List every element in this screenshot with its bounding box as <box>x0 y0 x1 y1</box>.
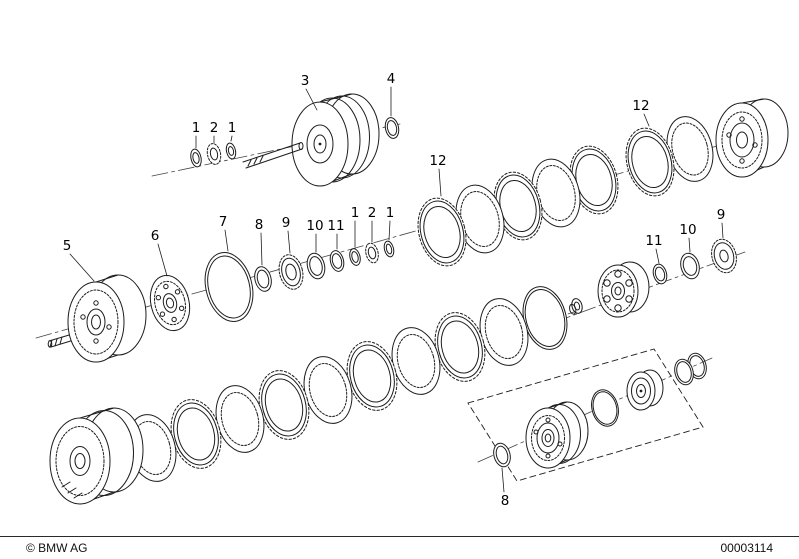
part-callout[interactable]: 9 <box>282 215 291 254</box>
part-callout[interactable]: 11 <box>327 218 345 250</box>
svg-text:2: 2 <box>368 205 377 221</box>
svg-text:10: 10 <box>306 218 323 234</box>
input-shaft-assembly <box>190 93 400 187</box>
bottom-clutch-plate-pack <box>127 286 568 482</box>
callouts: 1 2 1 3 4 12 1 <box>63 71 726 509</box>
part-callout[interactable]: 10 <box>679 222 697 253</box>
part-callout[interactable]: 7 <box>219 214 229 252</box>
svg-text:3: 3 <box>301 73 310 89</box>
svg-text:1: 1 <box>192 120 201 136</box>
svg-text:1: 1 <box>228 120 237 136</box>
part-callout[interactable]: 2 <box>368 205 377 243</box>
part-callout[interactable]: 9 <box>717 207 726 239</box>
part-callout[interactable]: 12 <box>429 153 447 197</box>
planet-carrier-group <box>569 238 737 318</box>
svg-text:1: 1 <box>386 205 395 221</box>
copyright-text: © BMW AG <box>26 540 88 555</box>
snap-ring <box>591 389 619 427</box>
svg-text:8: 8 <box>501 493 510 509</box>
spring-washer-pair <box>674 352 707 386</box>
part-callout[interactable]: 11 <box>645 233 663 264</box>
part-callout[interactable]: 10 <box>306 218 324 253</box>
clutch-hub-drum <box>525 401 589 469</box>
svg-text:6: 6 <box>151 228 160 244</box>
bottom-brake-drum <box>49 407 144 505</box>
part-callout[interactable]: 6 <box>151 228 168 277</box>
svg-text:12: 12 <box>429 153 446 169</box>
svg-text:7: 7 <box>219 214 228 230</box>
part-callout[interactable]: 3 <box>301 73 318 111</box>
part-callout[interactable]: 4 <box>387 71 396 117</box>
part-callout[interactable]: 8 <box>501 467 510 509</box>
svg-text:9: 9 <box>282 215 291 231</box>
part-callout[interactable]: 1 <box>351 205 360 248</box>
o-ring <box>384 117 400 139</box>
part-callout[interactable]: 1 <box>228 120 237 142</box>
part-callout[interactable]: 2 <box>210 120 219 144</box>
svg-text:5: 5 <box>63 238 72 254</box>
thrust-washer-small <box>569 298 583 315</box>
planet-carrier <box>597 261 650 318</box>
part-callout[interactable]: 5 <box>63 238 95 282</box>
svg-text:11: 11 <box>327 218 344 234</box>
svg-text:4: 4 <box>387 71 396 87</box>
drawing-number: 00003114 <box>720 540 774 555</box>
part-callout[interactable]: 1 <box>192 120 201 149</box>
part-callout[interactable]: 8 <box>255 217 264 266</box>
svg-text:11: 11 <box>645 233 662 249</box>
svg-text:10: 10 <box>679 222 696 238</box>
part-callout[interactable]: 1 <box>386 205 395 241</box>
upper-clutch-plate-pack <box>417 116 714 267</box>
clutch-piston <box>626 369 664 411</box>
svg-text:2: 2 <box>210 120 219 136</box>
left-clutch-drum <box>47 274 147 363</box>
svg-text:12: 12 <box>632 98 649 114</box>
seal-ring-small <box>493 442 511 468</box>
svg-text:9: 9 <box>717 207 726 223</box>
pressure-plate <box>149 274 191 332</box>
svg-text:1: 1 <box>351 205 360 221</box>
footer-bar: © BMW AG 00003114 <box>0 536 799 558</box>
part-callout[interactable]: 12 <box>632 98 650 127</box>
middle-washer-group <box>204 240 395 322</box>
output-drum <box>715 98 789 178</box>
svg-text:8: 8 <box>255 217 264 233</box>
